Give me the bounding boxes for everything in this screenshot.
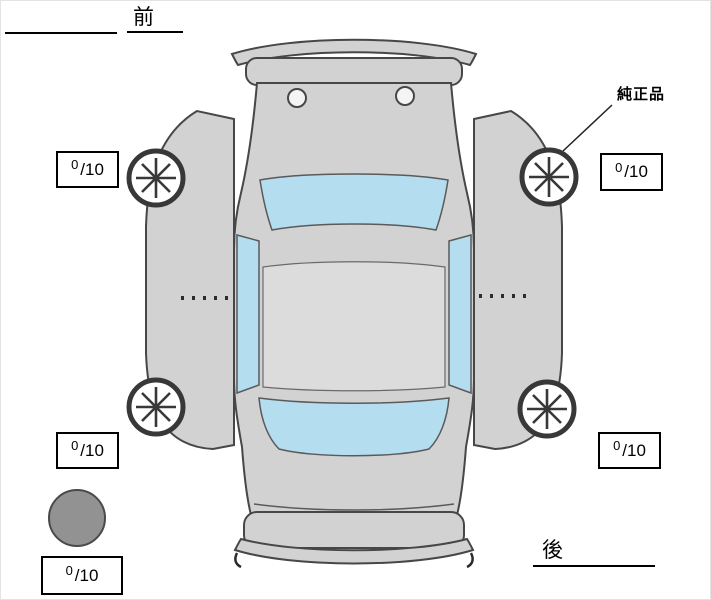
tire-score-max: /10 [80, 440, 104, 460]
tire-score-max: /10 [80, 159, 104, 179]
tire-score-box-front-left: 0/10 [56, 151, 119, 188]
tire-score-box-rear-right: 0/10 [598, 432, 661, 469]
spare-tire [48, 489, 106, 547]
tire-score-value: 0 [65, 563, 73, 578]
roof-panel [262, 261, 446, 392]
genuine-part-label: 純正品 [617, 86, 666, 103]
rear-hook-right [466, 552, 474, 569]
wheel-front-left [129, 151, 183, 205]
front-bumper [245, 57, 463, 86]
front-label: 前 [133, 6, 154, 29]
tire-score-value: 0 [71, 438, 79, 453]
rear-hook-left [234, 552, 242, 569]
rear-bumper [243, 511, 465, 549]
rear-label: 後 [542, 539, 563, 562]
trunk-seam-line [253, 503, 455, 511]
front-roof-strip [230, 38, 478, 67]
rear-bumper-lower-strip [233, 537, 475, 565]
rear-window-glass [258, 397, 450, 457]
windshield-glass [259, 173, 449, 231]
hood-circle-right [395, 86, 415, 106]
tire-score-box-front-right: 0/10 [600, 153, 663, 191]
tire-score-max: /10 [622, 440, 646, 460]
right-side-window-glass [448, 234, 472, 395]
tire-score-max: /10 [624, 162, 648, 181]
wheel-rear-right [520, 382, 574, 436]
wheel-front-right [522, 150, 576, 204]
tire-score-value: 0 [613, 438, 621, 453]
tire-score-box-spare: 0/10 [41, 556, 123, 595]
genuine-part-leader-line [562, 104, 613, 152]
hood-circle-left [287, 88, 307, 108]
left-side-window-glass [236, 234, 260, 395]
tire-score-max: /10 [74, 565, 99, 585]
wheel-rear-left [129, 380, 183, 434]
tire-score-value: 0 [615, 159, 623, 175]
tire-score-box-rear-left: 0/10 [56, 432, 119, 469]
tire-score-value: 0 [71, 157, 79, 172]
